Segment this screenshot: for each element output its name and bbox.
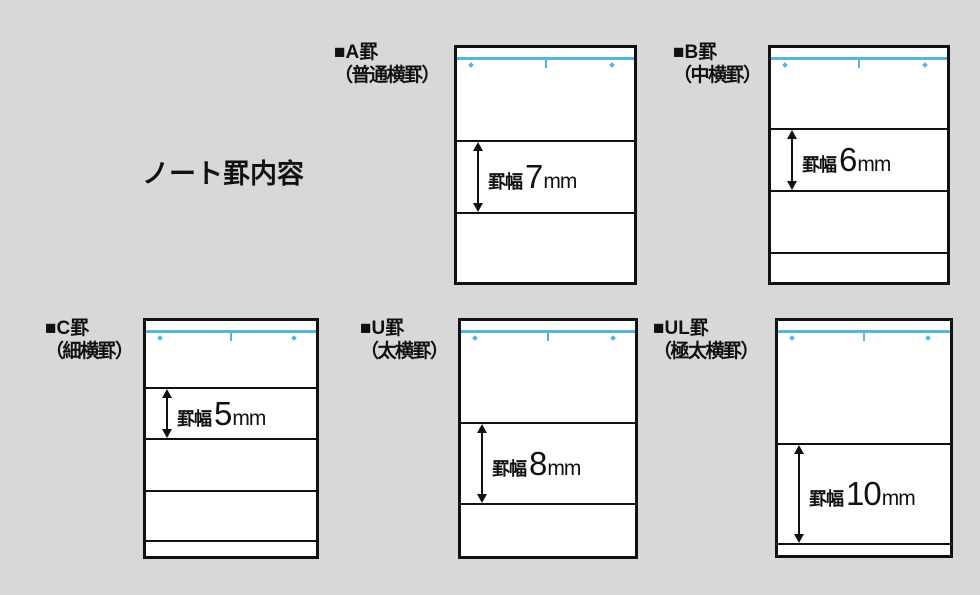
rule-width-value: 10 <box>846 475 882 512</box>
rule-line <box>778 543 950 545</box>
tick-mark-left-icon <box>789 335 795 341</box>
tick-mark-center-icon <box>858 60 860 68</box>
tick-mark-right-icon <box>291 335 297 341</box>
double-arrow-icon <box>471 142 484 212</box>
margin-line <box>146 330 316 333</box>
rule-line <box>146 540 316 542</box>
panel-u-subtitle: （太横罫） <box>360 341 449 362</box>
panel-u-name: ■U罫 <box>360 318 405 339</box>
double-arrow-icon <box>160 389 173 438</box>
rule-width-unit: mm <box>857 153 891 176</box>
rule-line <box>457 212 634 214</box>
tick-mark-center-icon <box>230 333 232 341</box>
rule-width-label: 罫幅 <box>809 489 844 509</box>
panel-a-name: ■A罫 <box>334 42 379 63</box>
tick-mark-center-icon <box>547 333 549 341</box>
rule-line <box>457 140 634 142</box>
rule-line <box>771 190 947 192</box>
margin-line <box>461 330 635 333</box>
panel-c-label: ■C罫 （細横罫） <box>45 317 134 363</box>
rule-width-unit: mm <box>543 170 577 193</box>
panel-c-name: ■C罫 <box>45 318 90 339</box>
rule-width-value: 7 <box>525 158 543 195</box>
panel-a-label: ■A罫 （普通横罫） <box>334 41 441 87</box>
panel-c-subtitle: （細横罫） <box>45 341 134 362</box>
rule-width-value: 8 <box>529 444 547 482</box>
panel-ul-name: ■UL罫 <box>653 318 709 339</box>
panel-a-subtitle: （普通横罫） <box>334 65 441 86</box>
rule-width-label: 罫幅 <box>492 458 527 479</box>
margin-line <box>457 57 634 60</box>
rule-width-label: 罫幅 <box>802 155 837 175</box>
panel-u-label: ■U罫 （太横罫） <box>360 317 449 363</box>
rule-width-unit: mm <box>881 487 916 510</box>
rule-line <box>778 443 950 445</box>
double-arrow-icon <box>475 424 488 503</box>
panel-b-label: ■B罫 （中横罫） <box>673 41 762 87</box>
tick-mark-left-icon <box>472 335 478 341</box>
rule-width-unit: mm <box>547 456 581 480</box>
rule-line <box>146 490 316 492</box>
rule-line <box>146 438 316 440</box>
rule-line <box>771 128 947 130</box>
rule-line <box>146 387 316 389</box>
tick-mark-left-icon <box>468 62 474 68</box>
panel-b-subtitle: （中横罫） <box>673 65 762 86</box>
tick-mark-right-icon <box>609 62 615 68</box>
double-arrow-icon <box>785 130 798 190</box>
rule-line <box>461 503 635 505</box>
tick-mark-right-icon <box>610 335 616 341</box>
rule-line <box>771 252 947 254</box>
rule-width-unit: mm <box>232 406 266 430</box>
double-arrow-icon <box>792 445 805 543</box>
tick-mark-right-icon <box>922 62 928 68</box>
rule-width-label: 罫幅 <box>488 172 523 192</box>
panel-ul-label: ■UL罫 （極太横罫） <box>653 317 760 363</box>
rule-line <box>461 422 635 424</box>
panel-b-name: ■B罫 <box>673 42 718 63</box>
tick-mark-left-icon <box>782 62 788 68</box>
margin-line <box>771 57 947 60</box>
rule-width-value: 6 <box>839 141 857 178</box>
panel-ul-subtitle: （極太横罫） <box>653 341 760 362</box>
diagram-title: ノート罫内容 <box>142 159 304 189</box>
tick-mark-center-icon <box>544 60 547 68</box>
tick-mark-center-icon <box>863 333 865 341</box>
tick-mark-left-icon <box>157 335 163 341</box>
rule-width-label: 罫幅 <box>177 408 212 429</box>
margin-line <box>778 330 950 333</box>
tick-mark-right-icon <box>925 335 931 341</box>
rule-width-value: 5 <box>214 394 232 432</box>
